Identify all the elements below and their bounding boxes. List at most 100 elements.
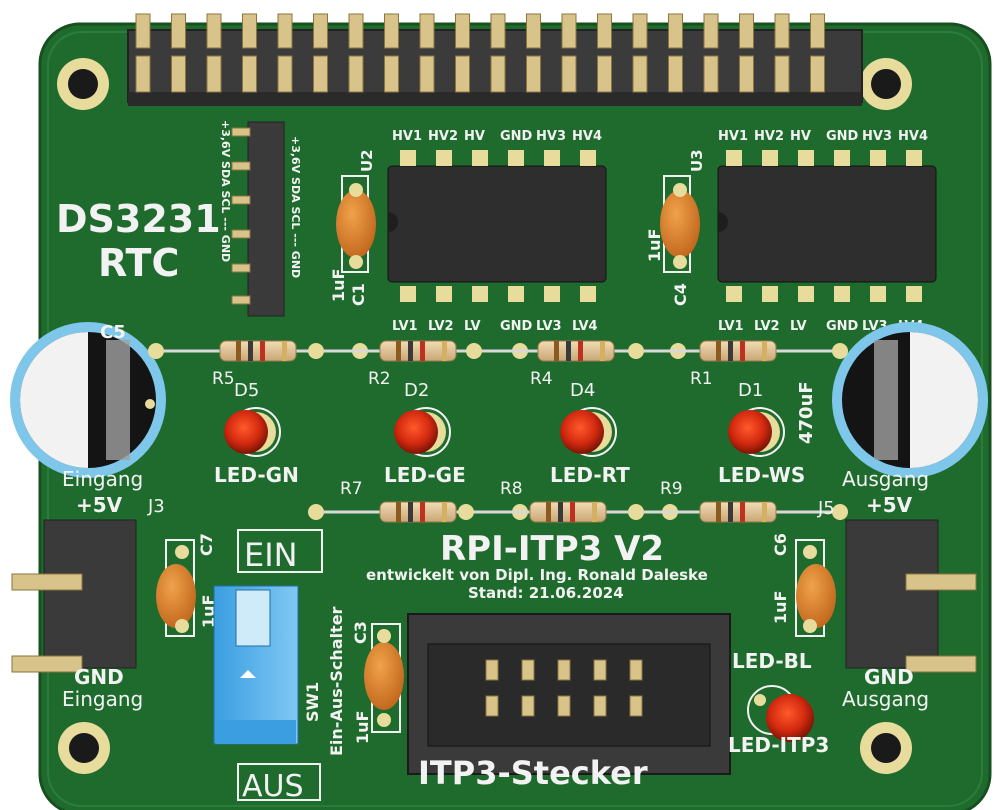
ic-pad bbox=[472, 150, 488, 166]
header-pin bbox=[384, 55, 399, 93]
rtc-title-2: RTC bbox=[98, 241, 179, 285]
led-ref: D2 bbox=[404, 380, 429, 401]
header-pin bbox=[810, 13, 825, 49]
header-pin bbox=[526, 13, 541, 49]
connector-pin bbox=[593, 695, 607, 717]
ic-pad bbox=[726, 286, 742, 302]
header-pin bbox=[810, 55, 825, 93]
ic-u3 bbox=[717, 165, 937, 283]
cap-c1-ref: C1 bbox=[349, 283, 368, 306]
ic-pin-label-bottom: LV1 bbox=[718, 319, 744, 334]
connector-pin bbox=[593, 659, 607, 681]
ic-u2 bbox=[387, 165, 607, 283]
header-pin bbox=[419, 55, 435, 93]
cap-c3 bbox=[364, 623, 404, 733]
ic-pad bbox=[580, 150, 596, 166]
ic-pad bbox=[906, 286, 922, 302]
header-pin bbox=[774, 55, 790, 93]
ic-pad bbox=[906, 150, 922, 166]
input-gnd-name: Eingang bbox=[62, 687, 143, 711]
connector-j3 bbox=[11, 519, 137, 673]
header-pin bbox=[348, 55, 364, 93]
output-plus: +5V bbox=[866, 493, 913, 517]
header-pin bbox=[455, 55, 470, 93]
resistor: R9 bbox=[628, 479, 848, 523]
cap-c6 bbox=[795, 539, 836, 637]
output-gnd-name: Ausgang bbox=[842, 687, 929, 711]
ic-pin-label-bottom: LV bbox=[790, 319, 807, 334]
header-pin bbox=[703, 55, 719, 93]
cap-c1 bbox=[336, 175, 376, 273]
header-pin bbox=[597, 55, 612, 93]
resistor-ref: R1 bbox=[690, 369, 713, 389]
header-pin bbox=[668, 13, 683, 49]
ic-pad bbox=[834, 150, 850, 166]
resistor-ref: R9 bbox=[660, 479, 683, 499]
header-pin bbox=[206, 13, 222, 49]
cap-c6-value: 1uF bbox=[771, 591, 790, 624]
cap-c4 bbox=[660, 175, 700, 273]
input-ref: J3 bbox=[147, 496, 165, 517]
rtc-title-1: DS3231 bbox=[56, 197, 221, 241]
led-bl bbox=[747, 685, 814, 742]
cap-c5 bbox=[10, 322, 166, 478]
output-ref: J5 bbox=[817, 498, 835, 519]
output-gnd: GND bbox=[864, 665, 914, 689]
led-ref: D1 bbox=[738, 380, 763, 401]
ic-pin-label-top: GND bbox=[826, 129, 859, 144]
ic-pin-label-bottom: GND bbox=[500, 319, 533, 334]
switch-ref: SW1 bbox=[303, 682, 322, 722]
mounting-holes bbox=[57, 58, 912, 774]
ic-pad bbox=[870, 286, 886, 302]
header-pin bbox=[632, 13, 648, 49]
header-pin bbox=[206, 55, 222, 93]
cap-c3-value: 1uF bbox=[353, 711, 372, 744]
rtc-pins-right: +3,6V SDA SCL --- GND bbox=[289, 136, 302, 278]
ic-pin-label-bottom: LV2 bbox=[428, 319, 454, 334]
ic-pad bbox=[726, 150, 742, 166]
ic-pin-label-bottom: LV4 bbox=[572, 319, 598, 334]
ic-pad bbox=[798, 286, 814, 302]
connector-pin bbox=[521, 659, 535, 681]
resistor: R4 bbox=[466, 340, 686, 389]
header-pin bbox=[739, 55, 754, 93]
cap-c7-value: 1uF bbox=[199, 595, 218, 628]
board-subtitle: entwickelt von Dipl. Ing. Ronald Daleske bbox=[366, 566, 708, 584]
resistor-ref: R4 bbox=[530, 369, 553, 389]
ic-u3-ref: U3 bbox=[688, 149, 706, 172]
header-pin bbox=[419, 13, 435, 49]
header-pin bbox=[561, 13, 577, 49]
ic-pin-label-top: HV2 bbox=[754, 129, 784, 144]
ic-pad bbox=[508, 150, 524, 166]
led-ref: D4 bbox=[570, 380, 595, 401]
connector-pin bbox=[521, 695, 535, 717]
cap-c4-ref: C4 bbox=[671, 283, 690, 306]
led-bl-label: LED-BL bbox=[732, 649, 812, 673]
ic-pin-label-top: HV3 bbox=[536, 129, 566, 144]
input-plus: +5V bbox=[76, 493, 123, 517]
ic-pad bbox=[472, 286, 488, 302]
cap-c7 bbox=[156, 539, 196, 637]
ic-pad bbox=[400, 286, 416, 302]
power-switch[interactable] bbox=[213, 585, 299, 745]
header-pin bbox=[490, 13, 506, 49]
ic-pin-label-top: HV bbox=[790, 129, 811, 144]
ic-pin-label-bottom: LV1 bbox=[392, 319, 418, 334]
connector-pin bbox=[485, 659, 499, 681]
ic-pin-label-top: HV4 bbox=[572, 129, 602, 144]
led-bl-bottom: LED-ITP3 bbox=[728, 733, 829, 757]
resistor-ref: R7 bbox=[340, 479, 363, 499]
header-pin bbox=[171, 55, 186, 93]
led-label: LED-GN bbox=[214, 463, 299, 487]
resistor: R1 bbox=[628, 340, 848, 389]
connector-pin bbox=[629, 695, 643, 717]
header-pin bbox=[348, 13, 364, 49]
ic-pin-label-top: HV1 bbox=[718, 129, 748, 144]
cap-c6-ref: C6 bbox=[771, 533, 790, 556]
header-pin bbox=[171, 13, 186, 49]
ic-pin-label-bottom: GND bbox=[826, 319, 859, 334]
